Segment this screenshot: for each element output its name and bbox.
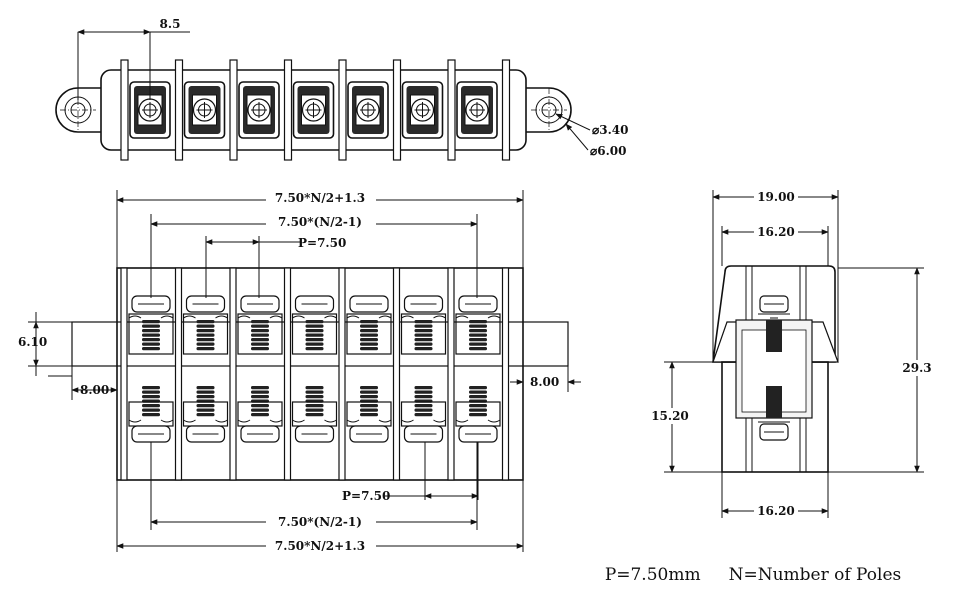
barrier bbox=[174, 267, 183, 481]
dim-hole-diameter: ⌀3.40 ⌀6.00 bbox=[555, 113, 628, 158]
terminal-screw bbox=[183, 81, 226, 139]
dim-side-inner-bottom: 16.20 bbox=[721, 472, 829, 519]
dim-label: P=7.50 bbox=[298, 236, 346, 250]
caption-pitch: P=7.50mm bbox=[604, 565, 701, 585]
dim-label: 16.20 bbox=[757, 225, 795, 239]
front-view: 7.50*N/2+1.3 7.50*(N/2-1) P=7.50 6.10 bbox=[18, 190, 581, 553]
dim-label: 8.00 bbox=[80, 383, 109, 397]
caption-poles: N=Number of Poles bbox=[728, 565, 902, 585]
dim-inner-length-bottom: 7.50*(N/2-1) bbox=[150, 442, 478, 530]
terminal-screw bbox=[456, 81, 498, 139]
dim-label: 6.10 bbox=[18, 335, 47, 349]
dim-label: ⌀6.00 bbox=[590, 144, 626, 158]
barrier bbox=[229, 59, 238, 161]
top-screw-cells bbox=[129, 81, 498, 139]
side-screw-top bbox=[758, 295, 790, 352]
barrier bbox=[229, 267, 237, 481]
barrier bbox=[338, 267, 346, 481]
top-barriers bbox=[120, 59, 511, 161]
dim-side-height: 29.3 bbox=[828, 267, 934, 473]
barrier bbox=[120, 59, 129, 161]
dim-label: 7.50*N/2+1.3 bbox=[275, 191, 365, 205]
terminal-screw bbox=[238, 81, 280, 139]
front-terminal-cells bbox=[128, 295, 501, 443]
barrier bbox=[447, 267, 455, 481]
terminal-screw bbox=[347, 81, 389, 139]
terminal bbox=[182, 295, 229, 443]
barrier bbox=[283, 59, 293, 161]
terminal-screw bbox=[401, 81, 444, 139]
terminal bbox=[400, 295, 447, 443]
dim-pitch-bottom: P=7.50 bbox=[342, 442, 479, 503]
dim-label: 7.50*(N/2-1) bbox=[278, 215, 362, 229]
dim-label: 7.50*(N/2-1) bbox=[278, 515, 362, 529]
barrier bbox=[501, 59, 511, 161]
front-barriers bbox=[120, 267, 510, 481]
dim-label: 29.3 bbox=[902, 361, 931, 375]
dim-label: ⌀3.40 bbox=[592, 123, 628, 137]
terminal bbox=[128, 295, 174, 443]
dim-inner-length-top: 7.50*(N/2-1) bbox=[150, 214, 478, 298]
terminal-screw bbox=[292, 81, 335, 139]
barrier bbox=[338, 59, 347, 161]
dim-label: 15.20 bbox=[651, 409, 689, 423]
dim-total-length-bottom: 7.50*N/2+1.3 bbox=[116, 480, 524, 553]
terminal bbox=[237, 295, 283, 443]
barrier bbox=[392, 59, 402, 161]
dim-total-length-top: 7.50*N/2+1.3 bbox=[116, 190, 524, 268]
barrier bbox=[447, 59, 456, 161]
dim-label: 8.5 bbox=[160, 17, 181, 31]
terminal bbox=[291, 295, 338, 443]
barrier bbox=[174, 59, 184, 161]
barrier bbox=[392, 267, 401, 481]
dim-height-left: 6.10 bbox=[18, 312, 72, 376]
dim-label: 8.00 bbox=[530, 375, 559, 389]
side-body-upper bbox=[712, 265, 836, 363]
dim-side-inner-top: 16.20 bbox=[721, 223, 829, 266]
caption: P=7.50mm N=Number of Poles bbox=[594, 545, 929, 585]
terminal bbox=[346, 295, 392, 443]
dim-side-width: 19.00 bbox=[712, 188, 839, 362]
terminal bbox=[455, 295, 501, 443]
dim-side-lower-height: 15.20 bbox=[646, 361, 722, 473]
barrier bbox=[120, 267, 128, 481]
top-centerline bbox=[60, 88, 567, 132]
dim-offset-right: 8.00 bbox=[510, 366, 581, 392]
top-body bbox=[100, 69, 527, 151]
top-view: 8.5 ⌀3.40 ⌀6.00 bbox=[55, 17, 628, 161]
dim-label: 7.50*N/2+1.3 bbox=[275, 539, 365, 553]
barrier bbox=[283, 267, 292, 481]
side-view: 19.00 16.20 29.3 15.20 1 bbox=[646, 188, 934, 519]
dim-label: P=7.50 bbox=[342, 489, 390, 503]
dim-offset-left: 8.00 bbox=[48, 366, 118, 400]
barrier bbox=[501, 267, 510, 481]
dim-label: 16.20 bbox=[757, 504, 795, 518]
dim-pitch-front: P=7.50 bbox=[205, 236, 346, 298]
dim-label: 19.00 bbox=[757, 190, 795, 204]
side-screw-bottom bbox=[758, 386, 790, 441]
dim-pitch-top: 8.5 bbox=[77, 17, 190, 100]
